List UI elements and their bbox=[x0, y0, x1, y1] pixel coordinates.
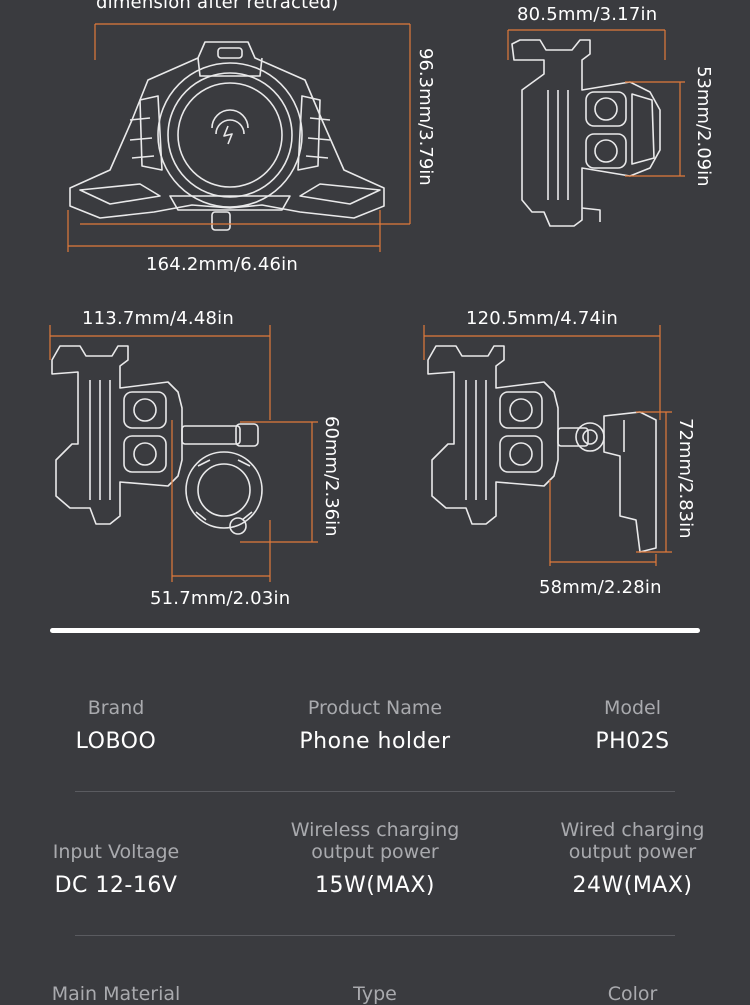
front-view-drawing bbox=[69, 41, 385, 231]
spec-label-model: Model bbox=[603, 697, 662, 719]
spec-value-input-voltage: DC 12-16V bbox=[54, 873, 178, 898]
spec-value-model: PH02S bbox=[595, 729, 670, 754]
section-divider bbox=[50, 628, 700, 633]
spec-value-wireless-power: 15W(MAX) bbox=[314, 873, 435, 898]
arm-view-width-label: 120.5mm/4.74in bbox=[466, 308, 618, 329]
spec-label-input-voltage: Input Voltage bbox=[52, 841, 180, 863]
spec-value-brand: LOBOO bbox=[75, 729, 157, 754]
spec-value-wired-power: 24W(MAX) bbox=[572, 873, 693, 898]
side-view-width-label: 80.5mm/3.17in bbox=[517, 4, 658, 25]
spec-label-wireless-power: Wireless charging output power bbox=[290, 819, 460, 863]
clamp-view-mount-width-label: 51.7mm/2.03in bbox=[150, 588, 291, 609]
top-view-height-label: 96.3mm/3.79in bbox=[415, 48, 436, 186]
spec-label-product-name: Product Name bbox=[307, 697, 443, 719]
top-view-width-label: 164.2mm/6.46in bbox=[146, 254, 298, 275]
header-caption: dimension after retracted) bbox=[96, 0, 339, 13]
spec-label-color: Color bbox=[607, 983, 658, 1005]
side-view-drawing bbox=[511, 39, 661, 227]
spec-label-wired-power: Wired charging output power bbox=[560, 819, 705, 863]
arm-view-drawing bbox=[427, 345, 657, 553]
side-view-height-label: 53mm/2.09in bbox=[693, 66, 714, 187]
arm-view-mount-width-label: 58mm/2.28in bbox=[539, 577, 662, 598]
spec-label-brand: Brand bbox=[87, 697, 145, 719]
spec-value-product-name: Phone holder bbox=[299, 729, 451, 754]
clamp-view-width-label: 113.7mm/4.48in bbox=[82, 308, 234, 329]
clamp-view-drawing bbox=[51, 345, 263, 535]
row-divider-2 bbox=[75, 935, 675, 936]
row-divider-1 bbox=[75, 791, 675, 792]
arm-view-height-label: 72mm/2.83in bbox=[675, 418, 696, 539]
clamp-view-height-label: 60mm/2.36in bbox=[321, 416, 342, 537]
technical-drawings bbox=[49, 23, 685, 582]
spec-label-main-material: Main Material bbox=[51, 983, 181, 1005]
spec-label-type: Type bbox=[353, 983, 397, 1005]
